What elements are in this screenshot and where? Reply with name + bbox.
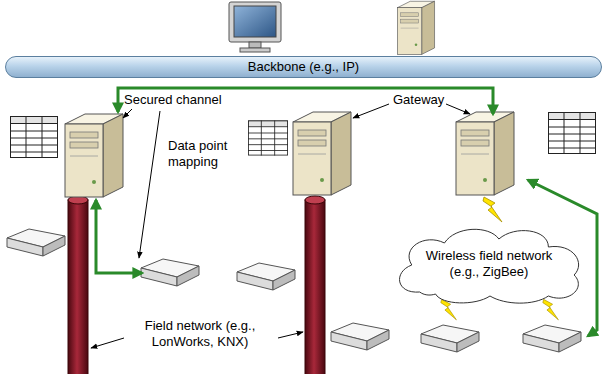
- mapping-table: [248, 121, 288, 156]
- callout-label: Data point mapping: [168, 138, 250, 170]
- backbone-pipe: Backbone (e.g., IP): [5, 56, 602, 78]
- leader-arrow: [123, 109, 132, 118]
- server-icon: [397, 1, 434, 54]
- leader-arrow: [139, 111, 160, 258]
- field-device: [7, 229, 65, 256]
- field-device: [141, 259, 199, 286]
- callout-label: Gateway: [393, 92, 444, 108]
- secured-channel-arrow: [96, 200, 142, 273]
- node-text: Wireless field network (e.g., ZigBee): [419, 248, 559, 280]
- field-device: [421, 325, 479, 352]
- field-device: [237, 263, 295, 290]
- leader-arrow: [278, 332, 303, 338]
- leader-arrow: [446, 104, 470, 114]
- field-device: [523, 325, 581, 352]
- node-text: Backbone (e.g., IP): [248, 59, 359, 75]
- wireless-cloud: Wireless field network (e.g., ZigBee): [390, 222, 588, 306]
- callout-label: Secured channel: [124, 92, 222, 108]
- leader-arrow: [91, 338, 124, 348]
- callout-label: Field network (e.g., LonWorks, KNX): [125, 318, 275, 350]
- field-device: [331, 323, 389, 350]
- gateway-server: [65, 114, 123, 197]
- wireless-link-bolt: [483, 197, 502, 222]
- gateway-server: [293, 112, 351, 195]
- wireless-link-bolt: [543, 299, 559, 319]
- gateway-server: [456, 112, 514, 195]
- mapping-table: [548, 112, 596, 154]
- field-bus-pipe: [68, 196, 88, 374]
- secured-channel-arrow: [118, 88, 493, 114]
- mapping-table: [10, 116, 58, 158]
- leader-arrow: [353, 104, 389, 118]
- field-bus-pipe: [305, 196, 325, 374]
